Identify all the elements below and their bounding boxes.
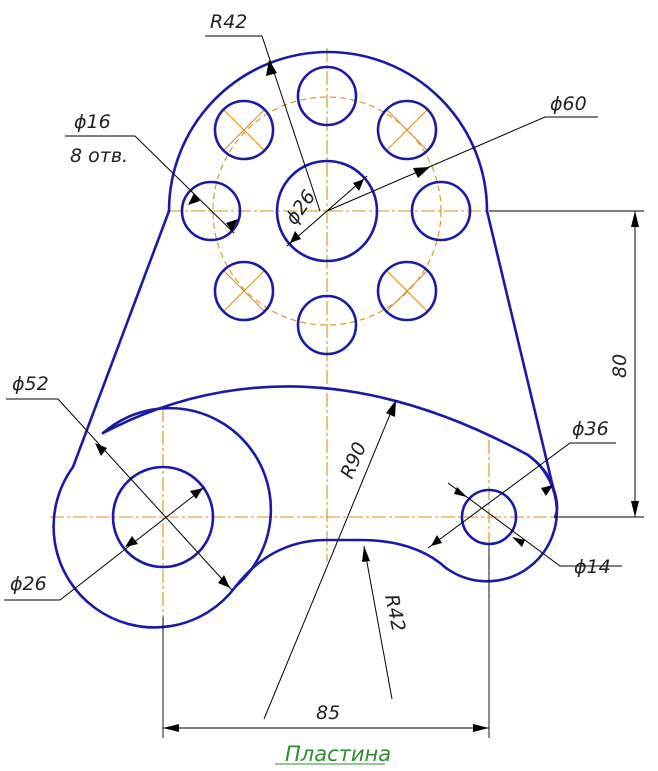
label-80: 80 (609, 354, 631, 378)
arrow-80-bottom (631, 501, 639, 517)
arrow-phi26-left-a (190, 488, 203, 499)
centerlines (50, 48, 578, 630)
labels: R42 ϕ60 ϕ16 8 отв. ϕ26 80 ϕ52 R90 ϕ36 ϕ2… (10, 11, 631, 766)
arrow-phi26-center-a (290, 231, 301, 243)
top-arc-r42 (167, 50, 489, 213)
label-phi36: ϕ36 (572, 418, 609, 440)
leader-phi26-left (4, 486, 206, 601)
arrow-phi14-a (454, 487, 467, 497)
arrow-phi60 (413, 167, 430, 178)
label-r90: R90 (336, 439, 371, 482)
label-r42-bottom: R42 (380, 592, 409, 633)
arrow-85-left (163, 724, 179, 732)
arrow-phi52-b (218, 575, 230, 588)
label-phi26-left: ϕ26 (10, 573, 47, 595)
leader-r42-bottom (363, 545, 393, 700)
arrow-phi26-center-b (353, 179, 364, 191)
bolt-circle-phi60 (212, 96, 442, 326)
label-r42-top: R42 (210, 11, 247, 33)
hole-lower-left (213, 260, 275, 322)
arrow-r42-bottom (362, 546, 370, 562)
hole-bottom (296, 294, 358, 356)
dimline-phi26-center (286, 175, 368, 247)
left-hole-phi26 (111, 465, 215, 569)
label-phi52: ϕ52 (12, 373, 49, 395)
center-hole-phi26 (275, 159, 379, 263)
cross-hole-1 (222, 108, 266, 152)
drawing-title: Пластина (285, 742, 391, 766)
cross-hole-3 (222, 269, 266, 313)
arrow-phi16-a (188, 193, 200, 205)
label-phi14: ϕ14 (574, 556, 611, 578)
leader-r42-top (205, 35, 321, 212)
hole-top (296, 65, 358, 127)
leader-phi36 (427, 442, 616, 549)
cross-hole-4 (385, 269, 429, 313)
right-tangent-line (485, 209, 555, 489)
leader-phi14 (447, 482, 622, 567)
arrow-85-right (473, 724, 489, 732)
left-tangent-line (71, 209, 171, 469)
left-boss-outer-phi52 (52, 465, 238, 629)
left-boss-inner-edge (101, 406, 273, 588)
right-hole-phi14 (460, 488, 518, 546)
arrow-phi16-b (226, 219, 238, 231)
label-85: 85 (316, 702, 340, 724)
arrow-r90 (386, 400, 396, 417)
hole-cross-marks (222, 108, 429, 313)
hole-right (410, 180, 472, 242)
label-phi16: ϕ16 (74, 111, 111, 133)
arrow-phi52-a (95, 443, 107, 456)
cross-hole-2 (385, 108, 429, 152)
leader-phi52 (6, 398, 233, 591)
label-phi60: ϕ60 (550, 93, 587, 115)
arrow-80-top (631, 211, 639, 227)
arrow-phi26-left-b (125, 536, 138, 547)
leader-phi60 (326, 116, 598, 212)
arrow-phi14-b (512, 537, 525, 547)
hole-upper-right (376, 99, 438, 161)
right-boss-edge (526, 453, 559, 519)
part-outline (52, 50, 559, 629)
hole-lower-right (376, 260, 438, 322)
arc-r42-lower (234, 538, 448, 588)
arrow-phi36-b (431, 535, 442, 546)
arrow-phi36-a (541, 485, 553, 496)
dimensions (4, 35, 644, 765)
leader-r90 (263, 399, 397, 720)
hole-upper-left (213, 99, 275, 161)
hole-left (180, 180, 242, 242)
label-holes-count: 8 отв. (70, 145, 128, 167)
arc-r90-upper (101, 385, 530, 457)
arrow-r42-top (266, 60, 277, 76)
